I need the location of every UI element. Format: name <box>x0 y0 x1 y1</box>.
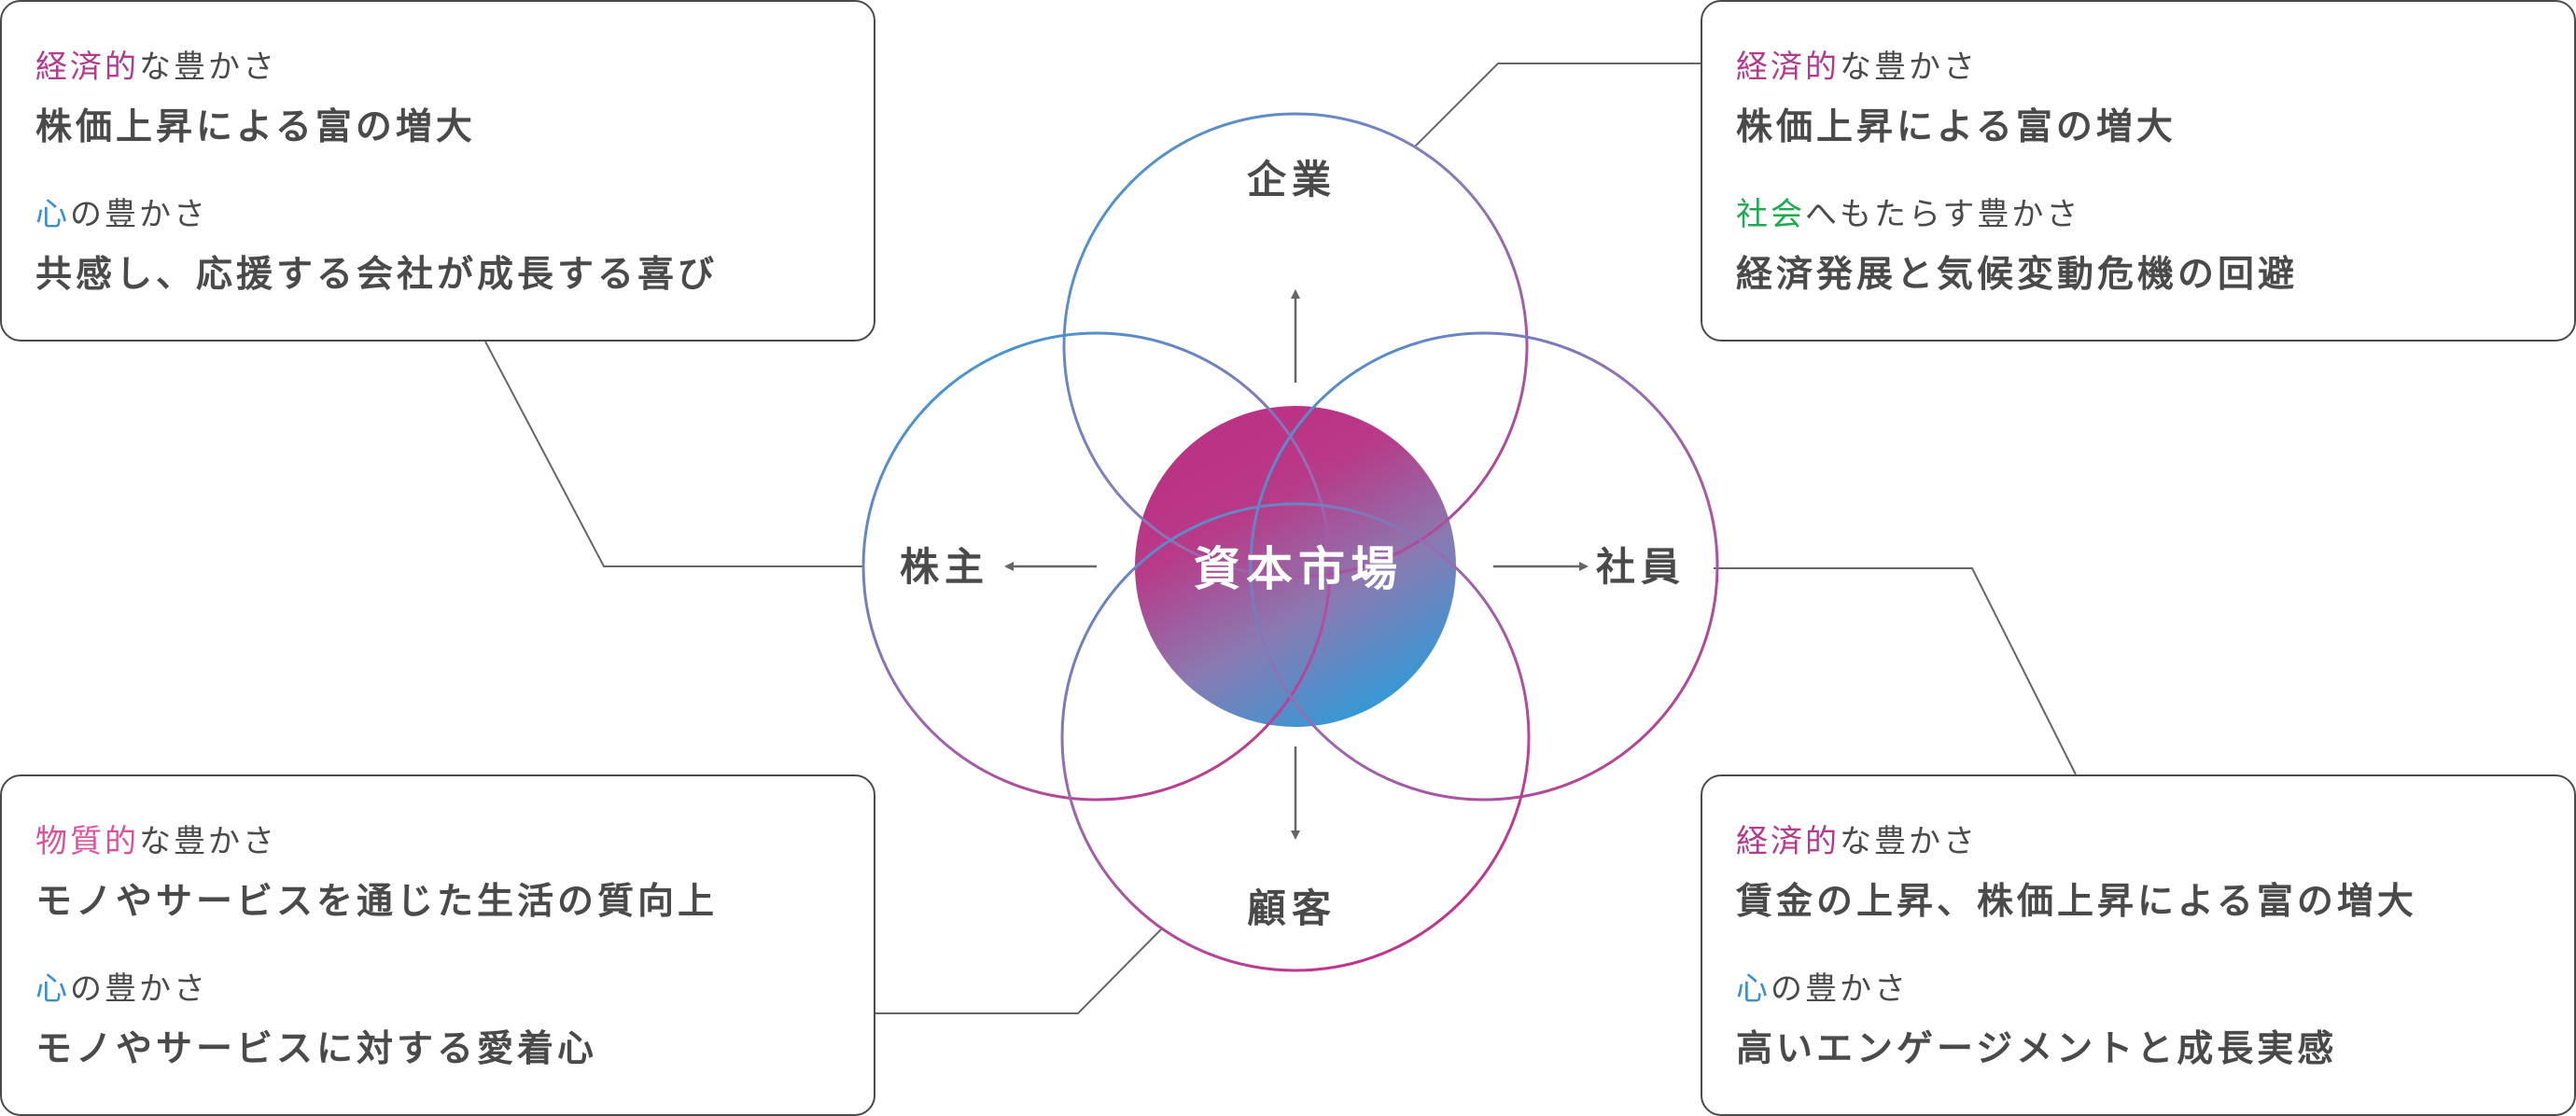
category-accent: 心 <box>1736 970 1771 1008</box>
category-description: 株価上昇による富の増大 <box>1736 106 2177 148</box>
card-shareholders: 経済的な豊かさ 株価上昇による富の増大 心の豊かさ 共感し、応援する会社が成長す… <box>0 0 875 342</box>
category-suffix: な豊かさ <box>1840 49 1978 86</box>
category-accent: 経済的 <box>1736 823 1840 860</box>
category-suffix: な豊かさ <box>139 823 277 860</box>
connector-company <box>1413 63 1701 148</box>
ring-employees <box>1249 331 1719 802</box>
connector-customers <box>875 928 1163 1014</box>
connector-employees <box>1714 567 2077 775</box>
category-description: 株価上昇による富の増大 <box>35 106 476 148</box>
category-suffix: の豊かさ <box>1771 970 1909 1008</box>
ring-company <box>1062 112 1529 579</box>
category-accent: 経済的 <box>1736 49 1840 86</box>
label-company: 企業 <box>1247 157 1337 202</box>
category-description: 高いエンゲージメントと成長実感 <box>1736 1028 2338 1070</box>
connector-shareholders <box>484 341 862 567</box>
category-heading: 心の豊かさ <box>1736 961 2541 1017</box>
category-description: モノやサービスを通じた生活の質向上 <box>35 881 719 923</box>
label-customers: 顧客 <box>1247 886 1337 931</box>
category-suffix: の豊かさ <box>70 970 208 1008</box>
category-heading: 経済的な豊かさ <box>35 39 840 95</box>
label-employees: 社員 <box>1596 544 1686 590</box>
category-accent: 心 <box>35 196 70 233</box>
category-heading: 物質的な豊かさ <box>35 814 840 870</box>
center-circle <box>1135 406 1456 727</box>
card-customers: 物質的な豊かさ モノやサービスを通じた生活の質向上 心の豊かさ モノやサービスに… <box>0 774 875 1116</box>
category-heading: 経済的な豊かさ <box>1736 39 2541 95</box>
category-accent: 経済的 <box>35 49 139 86</box>
category-heading: 心の豊かさ <box>35 187 840 243</box>
center-label: 資本市場 <box>1194 542 1403 596</box>
category-suffix: へもたらす豊かさ <box>1805 196 2081 233</box>
category-suffix: の豊かさ <box>70 196 208 233</box>
category-heading: 経済的な豊かさ <box>1736 814 2541 870</box>
ring-customers <box>1060 502 1531 972</box>
category-description: 経済発展と気候変動危機の回避 <box>1736 254 2299 296</box>
category-suffix: な豊かさ <box>1840 823 1978 860</box>
ring-shareholders <box>861 331 1332 802</box>
category-heading: 心の豊かさ <box>35 961 840 1017</box>
category-description: 賃金の上昇、株価上昇による富の増大 <box>1736 881 2417 923</box>
category-accent: 心 <box>35 970 70 1008</box>
label-shareholders: 株主 <box>900 544 989 590</box>
category-suffix: な豊かさ <box>139 49 277 86</box>
category-accent: 物質的 <box>35 823 139 860</box>
category-accent: 社会 <box>1736 196 1805 233</box>
category-description: モノやサービスに対する愛着心 <box>35 1028 598 1070</box>
category-heading: 社会へもたらす豊かさ <box>1736 187 2541 243</box>
card-employees: 経済的な豊かさ 賃金の上昇、株価上昇による富の増大 心の豊かさ 高いエンゲージメ… <box>1701 774 2576 1116</box>
card-company: 経済的な豊かさ 株価上昇による富の増大 社会へもたらす豊かさ 経済発展と気候変動… <box>1701 0 2576 342</box>
category-description: 共感し、応援する会社が成長する喜び <box>35 254 719 296</box>
